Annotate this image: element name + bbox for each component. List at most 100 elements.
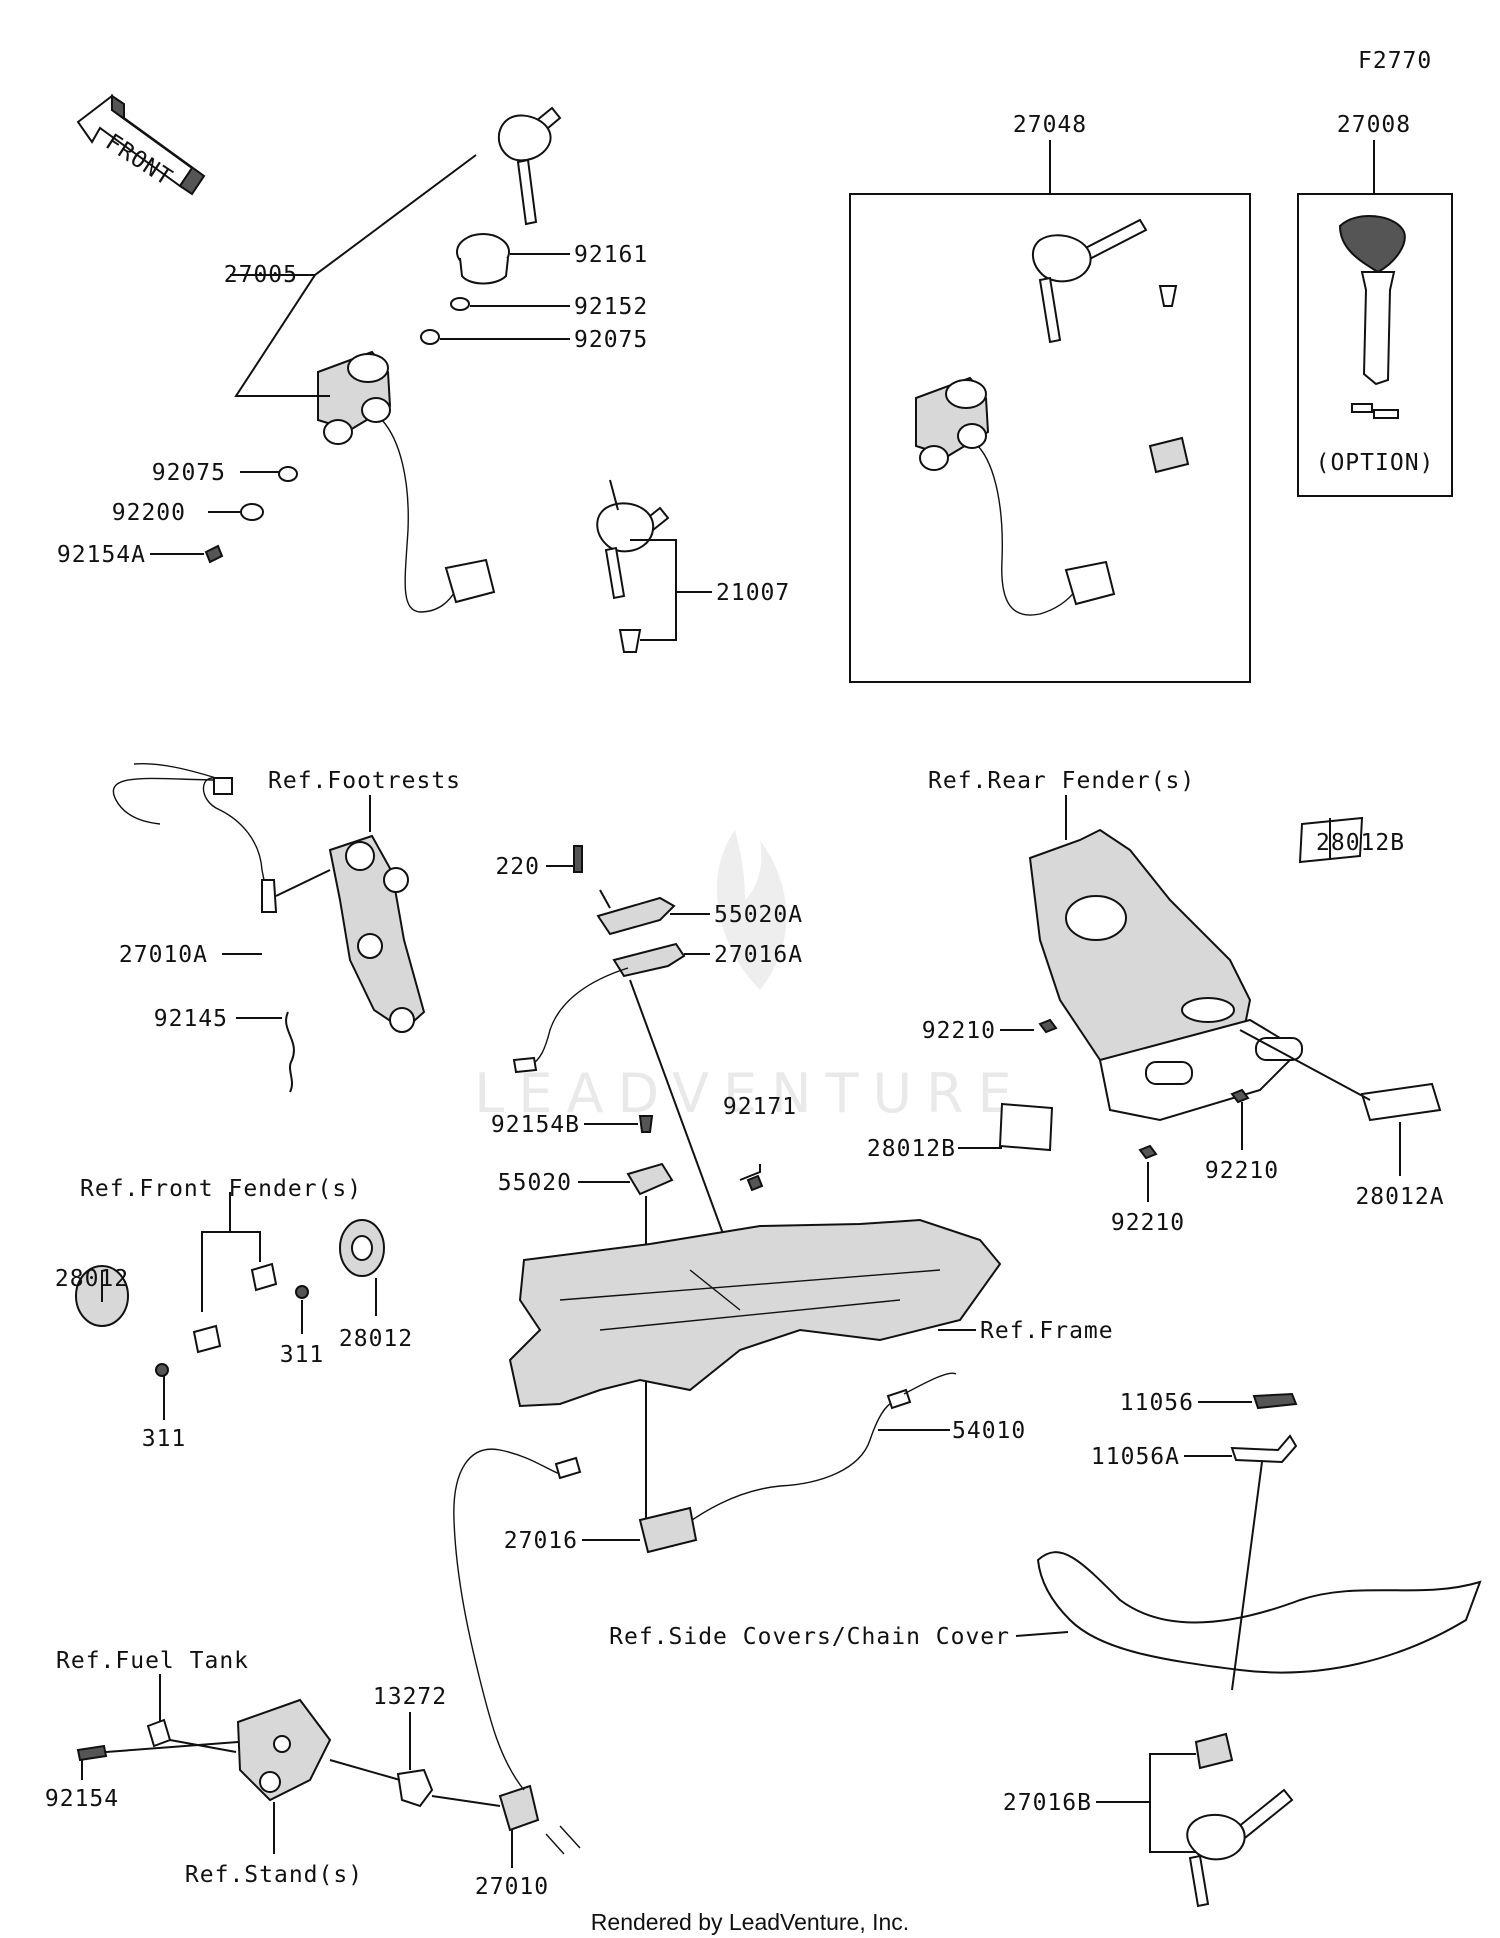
license-bracket: [1098, 1018, 1302, 1122]
label-28012B-top: 28012B: [1316, 830, 1405, 856]
label-27016B: 27016B: [1003, 1790, 1092, 1816]
seat-lock-cable: [582, 1372, 957, 1554]
latch-27016: [638, 1506, 698, 1554]
label-27016: 27016: [504, 1528, 578, 1554]
label-92210-a: 92210: [922, 1018, 996, 1044]
option-27008-box: (OPTION): [1297, 140, 1453, 497]
watermark-text: LEADVENTURE: [474, 1062, 1025, 1125]
label-92210-c: 92210: [1111, 1210, 1185, 1236]
frame: [508, 1218, 1002, 1408]
label-27005: 27005: [224, 262, 298, 288]
cap-icon: [1158, 285, 1178, 307]
label-92154A: 92154A: [57, 542, 146, 568]
key-set-21007: [596, 479, 712, 653]
label-92210-b: 92210: [1205, 1158, 1279, 1184]
clip-11056: [1252, 1392, 1298, 1410]
label-92171: 92171: [723, 1094, 797, 1120]
label-92200: 92200: [112, 500, 186, 526]
label-55020: 55020: [498, 1170, 572, 1196]
latch-27016A: [612, 942, 686, 978]
label-28012-left: 28012: [55, 1266, 129, 1292]
side-cover-body: [1036, 1551, 1482, 1674]
connector-icon: [444, 558, 496, 604]
label-54010: 54010: [952, 1418, 1026, 1444]
label-92075-a: 92075: [574, 327, 648, 353]
nut-92210-b: [1230, 1088, 1250, 1104]
label-92152: 92152: [574, 294, 648, 320]
blank-key-icon: [1338, 215, 1406, 386]
washer-92200: [240, 503, 264, 521]
front-reflectors: [75, 1192, 385, 1420]
front-arrow-icon: FRONT: [76, 93, 206, 196]
label-55020A: 55020A: [714, 902, 803, 928]
rear-fender: [958, 795, 1442, 1202]
label-92154B: 92154B: [491, 1112, 580, 1138]
nut-311-left: [155, 1363, 169, 1377]
label-ref-rear-fender: Ref.Rear Fender(s): [928, 768, 1195, 794]
watermark: LEADVENTURE: [474, 830, 1025, 1125]
reflector-28012B-left: [998, 1102, 1054, 1152]
ignition-switch-assembly: [150, 106, 570, 613]
key-blank-icon: [1351, 403, 1399, 419]
lock-icon: [1194, 1732, 1234, 1770]
screw-92154A: [204, 544, 224, 564]
connector-icon: [1064, 560, 1116, 606]
label-ref-stand: Ref.Stand(s): [185, 1862, 363, 1888]
spring-92145: [285, 1011, 295, 1093]
label-ref-fuel-tank: Ref.Fuel Tank: [56, 1648, 249, 1674]
bolt-92154B: [638, 1115, 654, 1133]
bolt-92154: [76, 1744, 108, 1762]
label-ref-frame: Ref.Frame: [980, 1318, 1114, 1344]
frame-body: [508, 1218, 1002, 1408]
washer-92152: [450, 297, 470, 311]
label-311-a: 311: [280, 1342, 325, 1368]
lock-icon: [1148, 436, 1190, 474]
key-icon: [1032, 218, 1148, 344]
label-13272: 13272: [373, 1684, 447, 1710]
nut-92171: [746, 1174, 764, 1192]
label-ref-side-covers: Ref.Side Covers/Chain Cover: [609, 1624, 1010, 1650]
side-cover: [1015, 1392, 1482, 1691]
label-220: 220: [495, 854, 540, 880]
nut-311-right: [295, 1285, 309, 1299]
stud-left: [192, 1324, 222, 1354]
label-92154: 92154: [45, 1786, 119, 1812]
label-27016A: 27016A: [714, 942, 803, 968]
stud-right: [250, 1262, 278, 1292]
label-ref-front-fender: Ref.Front Fender(s): [80, 1176, 362, 1202]
label-92075-b: 92075: [152, 460, 226, 486]
key-icon: [497, 106, 562, 226]
label-27008: 27008: [1337, 112, 1411, 138]
seat-lock-upper: [512, 845, 741, 1281]
washer-92075-bottom: [278, 466, 298, 482]
cap-icon: [618, 629, 642, 653]
switch-27010: [498, 1784, 540, 1832]
label-92145: 92145: [154, 1006, 228, 1032]
footer-credit: Rendered by LeadVenture, Inc.: [591, 1909, 909, 1935]
label-28012-right: 28012: [339, 1326, 413, 1352]
lock-set-27016B: [1096, 1732, 1294, 1908]
label-92161: 92161: [574, 242, 648, 268]
key-icon: [1186, 1788, 1294, 1908]
reflector-28012A: [1360, 1082, 1442, 1122]
label-27010A: 27010A: [119, 942, 208, 968]
label-27048: 27048: [1013, 112, 1087, 138]
plate-55020: [626, 1162, 674, 1196]
switch-27010A: [112, 762, 426, 1093]
sidestand-switch-group: [76, 1448, 582, 1868]
washer-92075-top: [420, 329, 440, 345]
connector-icon: [554, 1456, 582, 1480]
label-28012A: 28012A: [1355, 1184, 1444, 1210]
bracket-55020A: [596, 896, 676, 936]
fuel-tank-clip: [146, 1718, 172, 1748]
bolt-220: [573, 845, 583, 873]
bracket-11056A: [1230, 1434, 1298, 1464]
option-label: (OPTION): [1316, 450, 1435, 476]
footrest-bracket: [328, 834, 426, 1032]
nut-92210-a: [1038, 1018, 1058, 1034]
label-ref-footrests: Ref.Footrests: [268, 768, 461, 794]
label-27010: 27010: [475, 1874, 549, 1900]
label-311-b: 311: [142, 1426, 187, 1452]
